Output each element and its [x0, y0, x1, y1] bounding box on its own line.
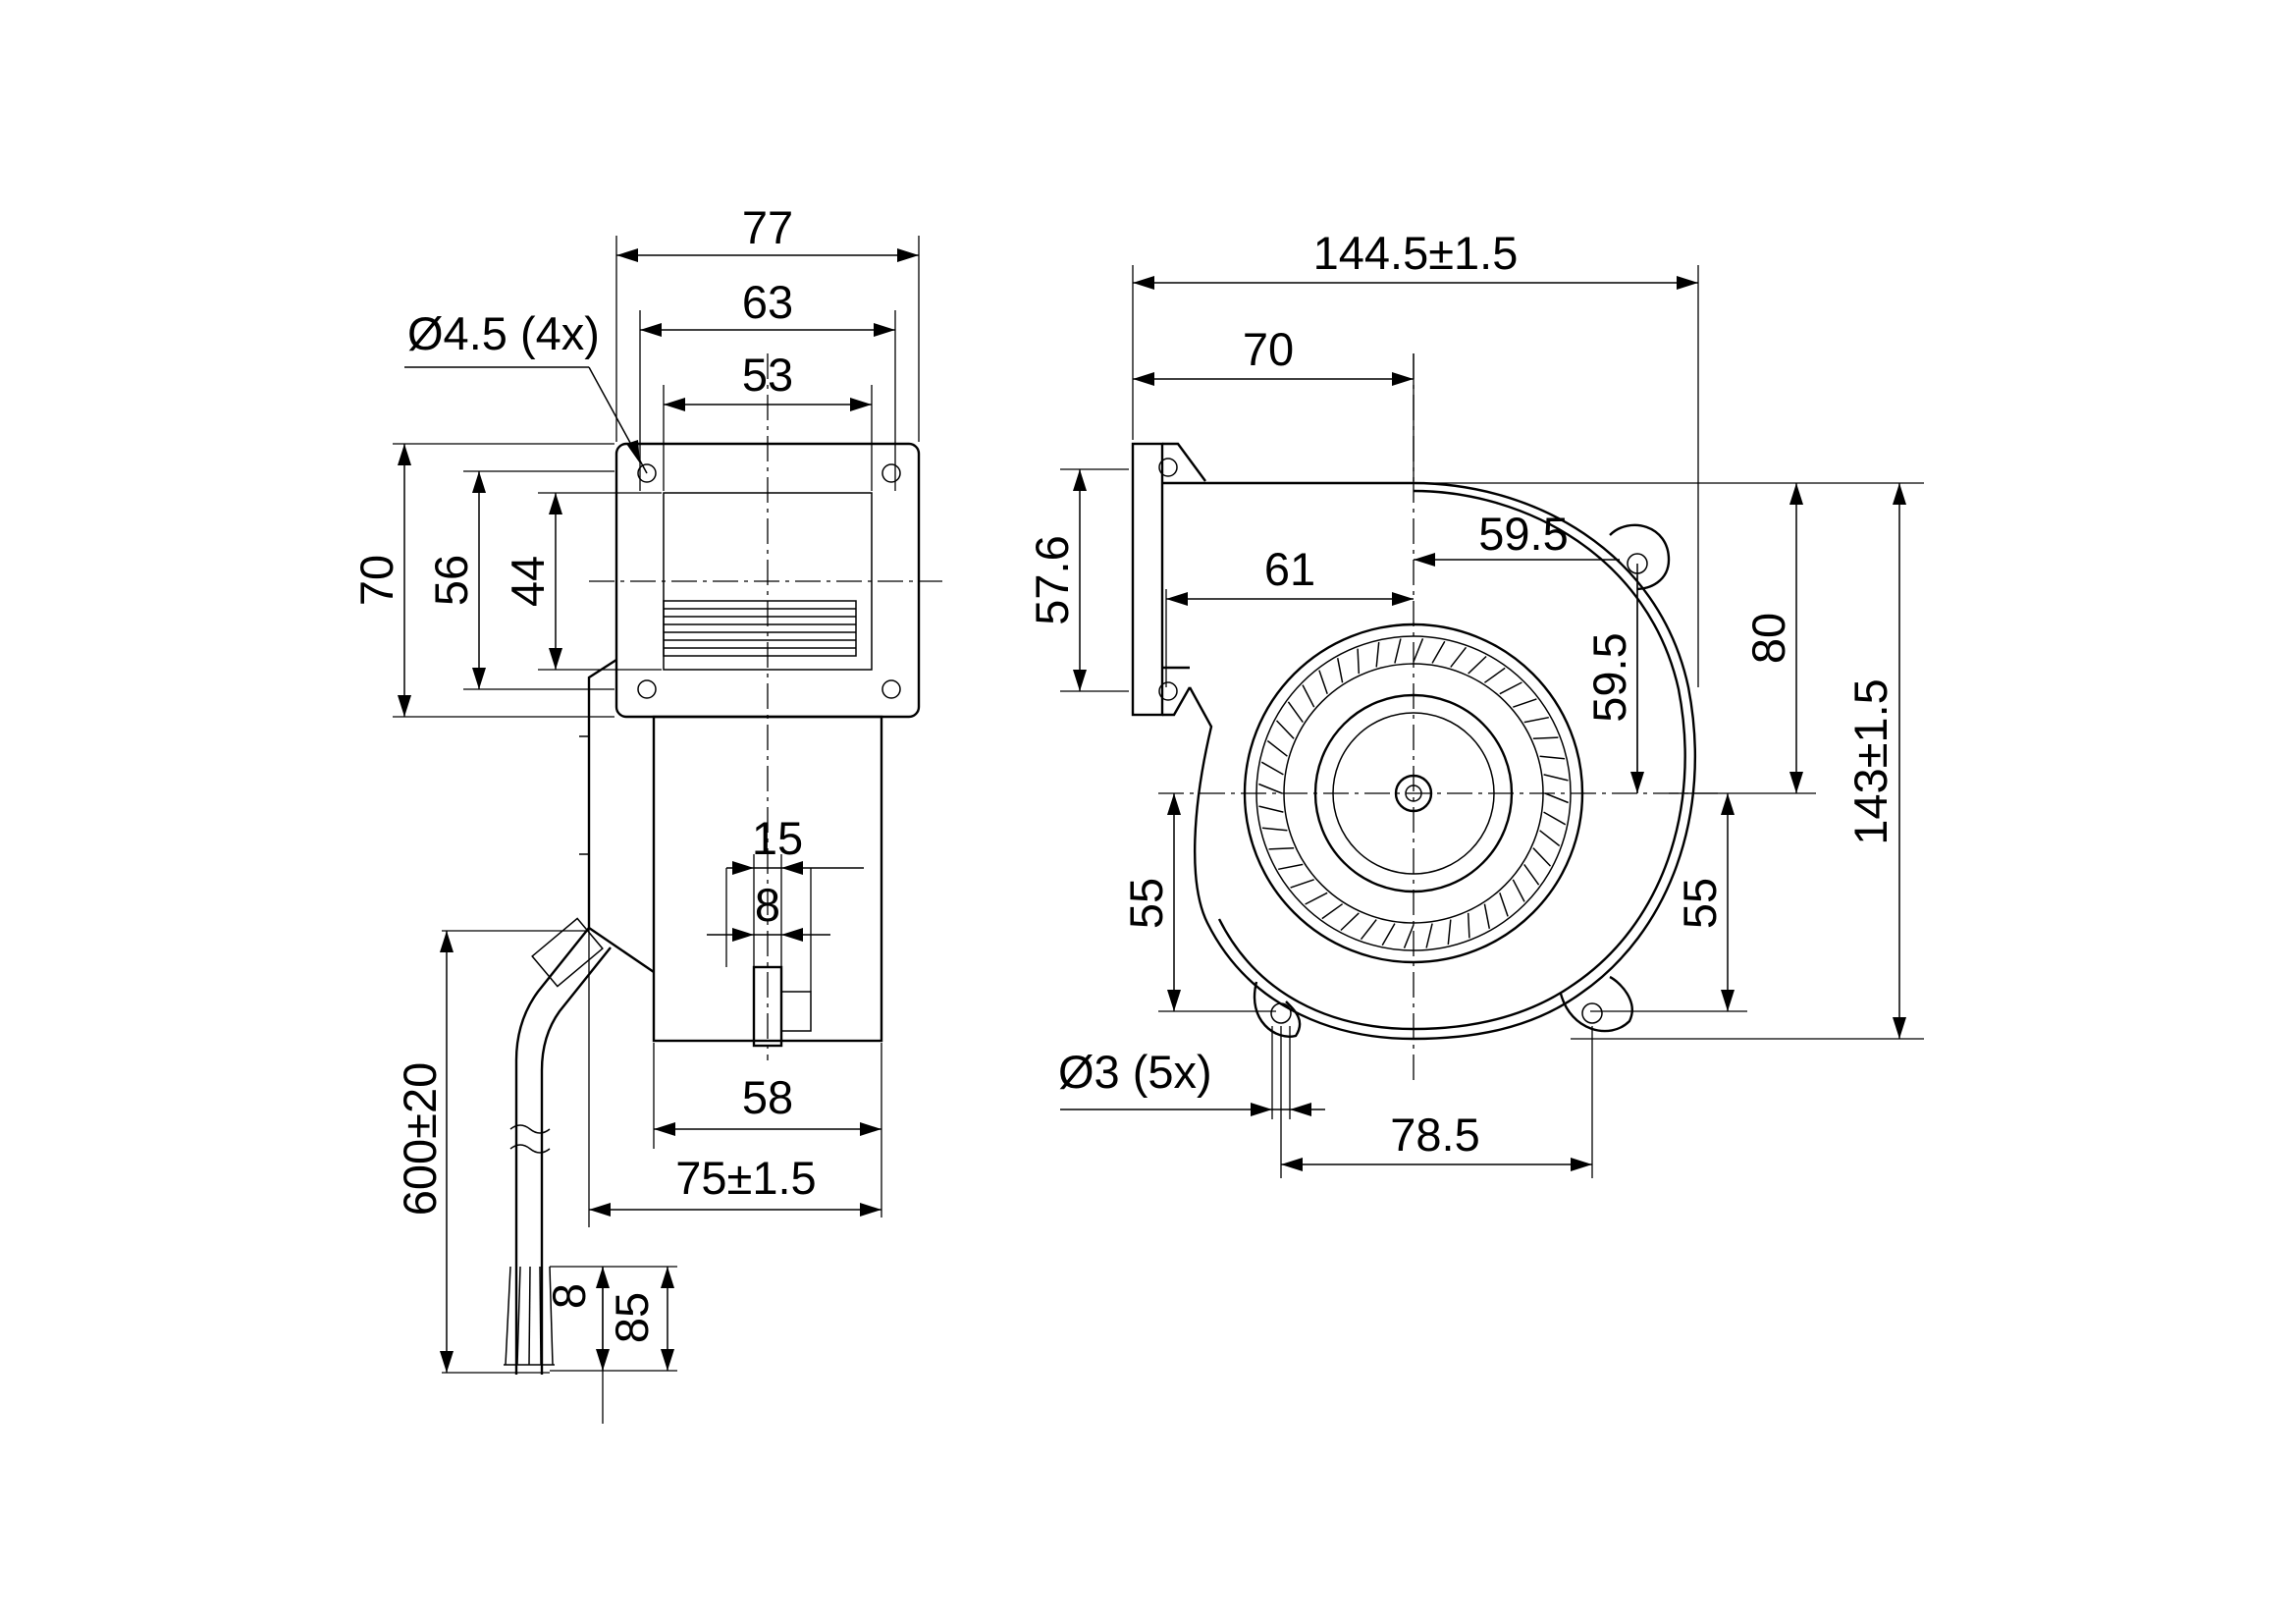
impeller-blade	[1340, 912, 1360, 932]
impeller-blade	[1425, 923, 1433, 948]
dim-75: 75±1.5	[675, 1152, 816, 1204]
impeller-blade	[1532, 847, 1552, 867]
impeller-blade	[1336, 658, 1344, 683]
dim-58: 58	[742, 1071, 793, 1123]
impeller-blade	[1512, 879, 1525, 902]
dim-55-left: 55	[1120, 878, 1172, 929]
dim-77: 77	[742, 201, 793, 253]
impeller-blade	[1543, 774, 1569, 782]
impeller-blade	[1275, 720, 1295, 739]
impeller-blade	[1258, 805, 1284, 813]
front-outlet-flange	[1131, 442, 1164, 717]
impeller-blade	[1278, 863, 1304, 871]
impeller-blade	[1499, 893, 1509, 917]
impeller-blade	[1413, 638, 1424, 663]
note-hole-3: Ø3 (5x)	[1058, 1046, 1212, 1098]
dim-600: 600±20	[394, 1062, 446, 1217]
impeller-blade	[1268, 846, 1295, 850]
dim-85: 85	[606, 1292, 658, 1343]
dim-53: 53	[742, 349, 793, 401]
dim-63: 63	[742, 276, 793, 328]
dim-61: 61	[1264, 543, 1315, 595]
impeller-blade	[1523, 716, 1549, 724]
impeller-blade	[1539, 830, 1561, 847]
front-view: 144.5±1.5 70 61 57.6 59.5 59.5 80 143±1.…	[1026, 227, 1924, 1178]
front-scroll-housing	[1188, 481, 1696, 1041]
impeller-blade	[1266, 739, 1288, 757]
front-lug-top	[1609, 523, 1671, 591]
impeller-blade	[1431, 640, 1446, 664]
dim-57-6: 57.6	[1026, 535, 1078, 624]
dim-70-height: 70	[350, 555, 402, 606]
dim-44: 44	[502, 556, 554, 607]
impeller-blade	[1483, 903, 1491, 929]
dim-8-lead: 8	[543, 1283, 595, 1309]
impeller-blade	[1543, 811, 1567, 826]
impeller-blade	[1357, 648, 1361, 675]
impeller-blade	[1539, 755, 1566, 760]
dim-59-5-horizontal: 59.5	[1478, 508, 1568, 560]
note-hole-4-5: Ø4.5 (4x)	[407, 307, 600, 359]
impeller-blade	[1532, 736, 1559, 740]
impeller-blade	[1318, 670, 1328, 694]
side-leads	[504, 1266, 555, 1366]
impeller-blade	[1287, 701, 1304, 724]
impeller-blade	[1302, 684, 1315, 708]
front-lug-bottom-left	[1253, 981, 1302, 1038]
side-impeller-blades	[663, 600, 857, 657]
impeller-blade	[1290, 879, 1314, 889]
dim-15: 15	[752, 812, 803, 864]
dim-80: 80	[1742, 613, 1794, 664]
impeller-blade	[1403, 924, 1415, 948]
impeller-blade	[1375, 641, 1380, 668]
side-mounting-holes	[637, 463, 901, 699]
impeller-blade	[1450, 646, 1468, 668]
impeller-blade	[1523, 863, 1540, 886]
side-view: 77 63 53 Ø4.5 (4x) 70 56 44 15 8 58 75±1…	[350, 201, 942, 1424]
impeller-blade	[1258, 783, 1283, 794]
dim-70-front: 70	[1243, 323, 1294, 375]
impeller-blade	[1360, 919, 1377, 941]
side-cable	[514, 927, 590, 1375]
impeller-blade	[1261, 827, 1288, 832]
impeller-blade	[1305, 892, 1328, 905]
dim-56: 56	[425, 555, 477, 606]
impeller-blade	[1499, 681, 1522, 695]
impeller-blade	[1468, 655, 1487, 675]
dim-59-5-vertical: 59.5	[1583, 632, 1635, 722]
dim-144-5: 144.5±1.5	[1313, 227, 1519, 279]
front-lug-bottom-right	[1559, 975, 1633, 1033]
impeller-blade	[1260, 761, 1284, 776]
impeller-blade	[1394, 638, 1402, 664]
impeller-blade	[1544, 792, 1569, 804]
impeller-blade	[1467, 912, 1470, 939]
dim-55-right: 55	[1674, 878, 1726, 929]
dim-143: 143±1.5	[1844, 678, 1896, 845]
impeller-blade	[1381, 923, 1396, 947]
impeller-blade	[1483, 667, 1506, 683]
impeller-blade	[1447, 919, 1452, 946]
impeller-blade	[1321, 903, 1344, 920]
dim-8-connector: 8	[755, 879, 780, 931]
side-motor-housing	[587, 658, 655, 973]
impeller-blade	[1513, 698, 1537, 708]
front-impeller-blades	[1258, 638, 1569, 948]
dim-78-5: 78.5	[1390, 1109, 1479, 1161]
